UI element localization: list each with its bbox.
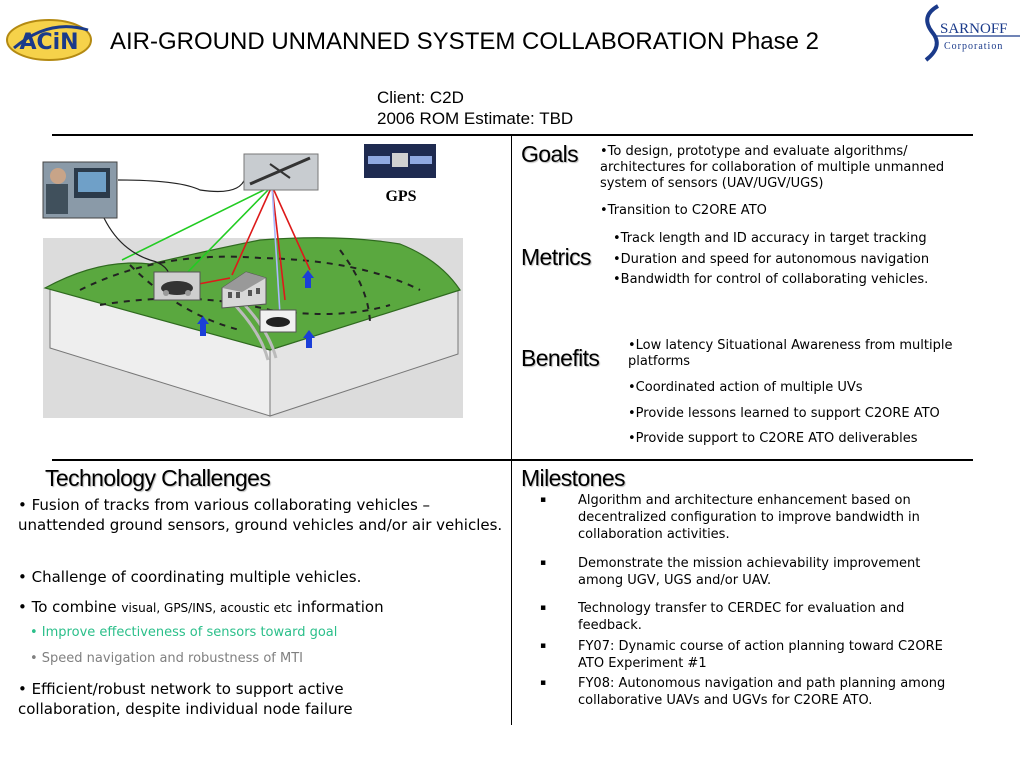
milestone-item: FY07: Dynamic course of action planning … — [578, 639, 943, 671]
milestone-item: Algorithm and architecture enhancement b… — [578, 493, 920, 542]
metrics-item: •Track length and ID accuracy in target … — [613, 231, 927, 246]
tech-subitem: • Improve effectiveness of sensors towar… — [30, 625, 338, 640]
gps-satellite-icon — [364, 144, 436, 178]
gps-label: GPS — [385, 188, 416, 205]
milestone-item: FY08: Autonomous navigation and path pla… — [578, 676, 946, 708]
vertical-divider — [511, 135, 512, 725]
milestone-bullet: ▪ — [540, 495, 547, 505]
tech-item: • Challenge of coordinating multiple veh… — [18, 568, 362, 586]
collaboration-diagram: GPS — [40, 140, 465, 422]
tech-item-lead: • To combine — [18, 598, 122, 616]
building-icon — [221, 271, 267, 309]
milestone-bullet: ▪ — [540, 603, 547, 613]
sarnoff-wordmark: SARNOFF — [940, 21, 1008, 37]
goals-heading: Goals — [521, 141, 579, 167]
milestone-item: Technology transfer to CERDEC for evalua… — [578, 601, 905, 633]
milestone-item: Demonstrate the mission achievability im… — [578, 556, 921, 588]
tech-challenges-heading: Technology Challenges — [45, 465, 271, 491]
ugv-vehicle-icon — [153, 271, 201, 301]
benefits-item: •Provide support to C2ORE ATO deliverabl… — [628, 431, 918, 446]
goals-item: •To design, prototype and evaluate algor… — [600, 144, 945, 191]
middle-divider — [52, 459, 973, 461]
estimate-line: 2006 ROM Estimate: TBD — [377, 109, 574, 128]
benefits-heading: Benefits — [521, 345, 600, 371]
metrics-item: •Duration and speed for autonomous navig… — [613, 252, 930, 267]
tech-item-tail: information — [292, 598, 384, 616]
uav-aircraft-icon — [243, 153, 319, 191]
sarnoff-logo-graphic: SARNOFF Corporation — [924, 4, 1020, 62]
tech-subitem: • Speed navigation and robustness of MTI — [30, 651, 303, 666]
benefits-item: •Coordinated action of multiple UVs — [628, 380, 863, 395]
ugv-vehicle-icon-2 — [259, 309, 297, 333]
top-divider — [52, 134, 973, 136]
tech-item: • Fusion of tracks from various collabor… — [18, 496, 503, 534]
client-line: Client: C2D — [377, 88, 464, 107]
metrics-item: •Bandwidth for control of collaborating … — [613, 272, 929, 287]
milestone-bullet: ▪ — [540, 678, 547, 688]
sarnoff-logo: SARNOFF Corporation — [916, 2, 1022, 64]
acin-logo: ACiN — [4, 14, 94, 64]
milestones-heading: Milestones — [521, 465, 626, 491]
benefits-item: •Provide lessons learned to support C2OR… — [628, 406, 940, 421]
tech-item-small: visual, GPS/INS, acoustic etc — [121, 601, 293, 615]
operator-station-icon — [42, 161, 118, 219]
acin-logo-graphic: ACiN — [6, 19, 92, 61]
milestone-bullet: ▪ — [540, 641, 547, 651]
tech-item: • To combine visual, GPS/INS, acoustic e… — [18, 597, 503, 618]
tech-item: • Efficient/robust network to support ac… — [18, 680, 353, 718]
client-info: Client: C2D 2006 ROM Estimate: TBD — [377, 87, 573, 129]
goals-item: •Transition to C2ORE ATO — [600, 203, 767, 218]
sarnoff-subtitle: Corporation — [944, 41, 1003, 52]
acin-logo-text: ACiN — [19, 30, 78, 55]
page-title: AIR-GROUND UNMANNED SYSTEM COLLABORATION… — [110, 28, 820, 55]
milestone-bullet: ▪ — [540, 558, 547, 568]
ground-sensor-icon — [197, 270, 315, 348]
benefits-item: •Low latency Situational Awareness from … — [628, 338, 953, 369]
diagram-graphic: GPS — [42, 144, 463, 418]
metrics-heading: Metrics — [521, 244, 592, 270]
